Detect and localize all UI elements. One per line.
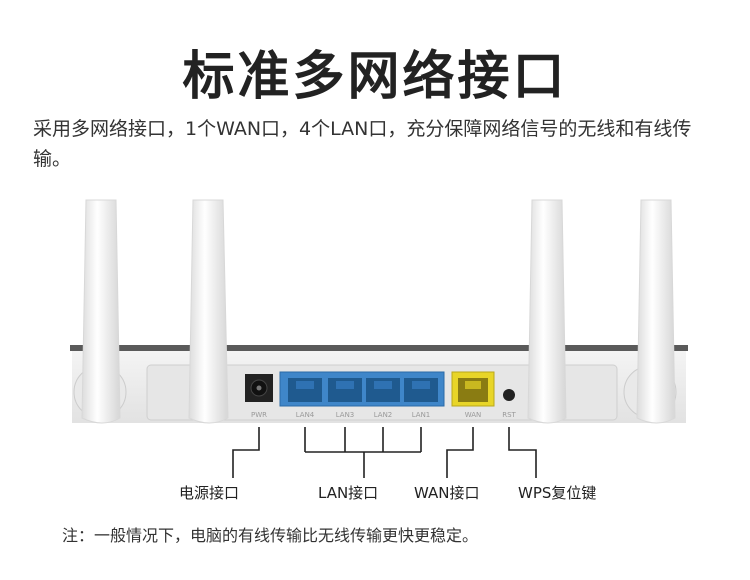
reset-button — [503, 389, 515, 401]
port-label-lan2: LAN2 — [374, 411, 393, 419]
port-label-rst: RST — [502, 411, 516, 419]
antenna — [636, 199, 676, 424]
footnote: 注：一般情况下，电脑的有线传输比无线传输更快更稳定。 — [62, 526, 479, 545]
wps-button-label: WPS复位键 — [518, 484, 597, 502]
description-text: 采用多网络接口，1个WAN口，4个LAN口，充分保障网络信号的无线和有线传输。 — [33, 118, 692, 170]
port-label-lan1: LAN1 — [412, 411, 431, 419]
port-label-lan3: LAN3 — [336, 411, 355, 419]
antenna — [81, 199, 121, 424]
lan-port-block — [279, 371, 445, 407]
port-label-pwr: PWR — [251, 411, 267, 419]
wan-port — [451, 371, 495, 407]
port-label-wan: WAN — [465, 411, 482, 419]
antenna — [527, 199, 567, 424]
callout-lines — [232, 427, 537, 478]
power-port-label: 电源接口 — [179, 484, 240, 502]
lan-port-label: LAN接口 — [318, 484, 379, 502]
antenna — [188, 199, 229, 424]
page-title: 标准多网络接口 — [182, 47, 568, 107]
power-jack — [245, 374, 273, 402]
router-illustration: PWR LAN4 LAN3 LAN2 LAN1 WAN RST — [70, 199, 688, 478]
wan-port-label: WAN接口 — [414, 484, 480, 502]
port-label-lan4: LAN4 — [296, 411, 315, 419]
